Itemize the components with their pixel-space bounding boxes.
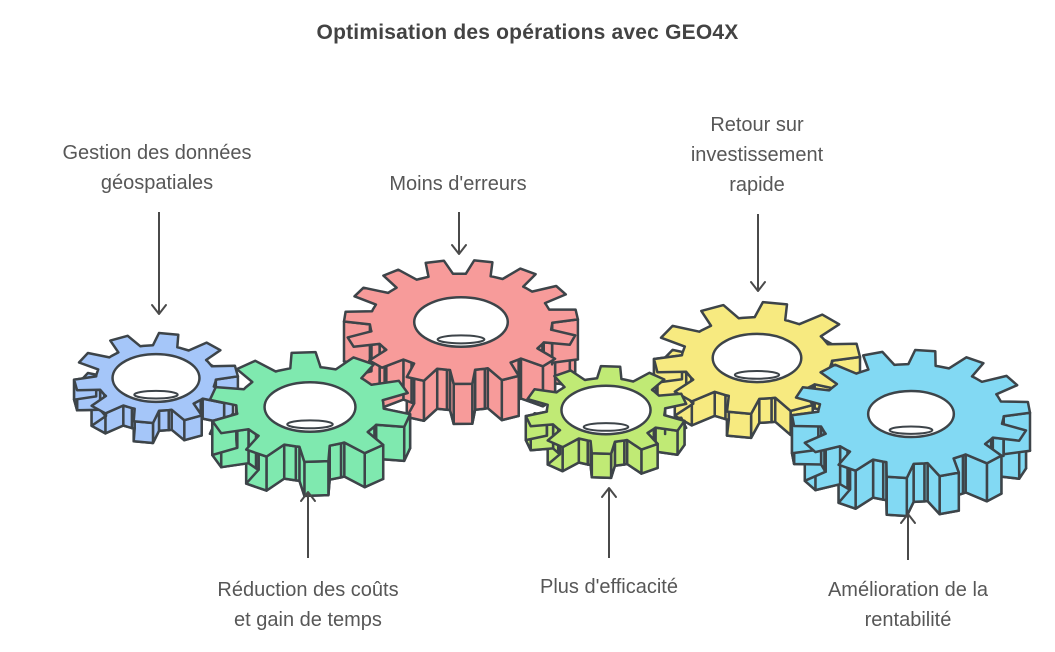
label-amelioration-rentabilite: Amélioration de la rentabilité bbox=[827, 579, 989, 631]
label-reduction-couts: Réduction des coûts et gain de temps bbox=[217, 579, 399, 631]
label-moins-erreurs: Moins d'erreurs bbox=[389, 173, 527, 195]
profitability-gear bbox=[790, 348, 1032, 518]
cost-reduction-gear bbox=[208, 350, 412, 498]
page-title: Optimisation des opérations avec GEO4X bbox=[316, 21, 739, 44]
label-plus-efficacite: Plus d'efficacité bbox=[540, 576, 678, 598]
label-gestion-donnees: Gestion des données géospatiales bbox=[62, 142, 252, 194]
label-retour-investissement: Retour sur investissement rapide bbox=[690, 114, 824, 196]
efficiency-gear bbox=[524, 364, 688, 480]
fewer-errors-gear bbox=[342, 259, 580, 426]
